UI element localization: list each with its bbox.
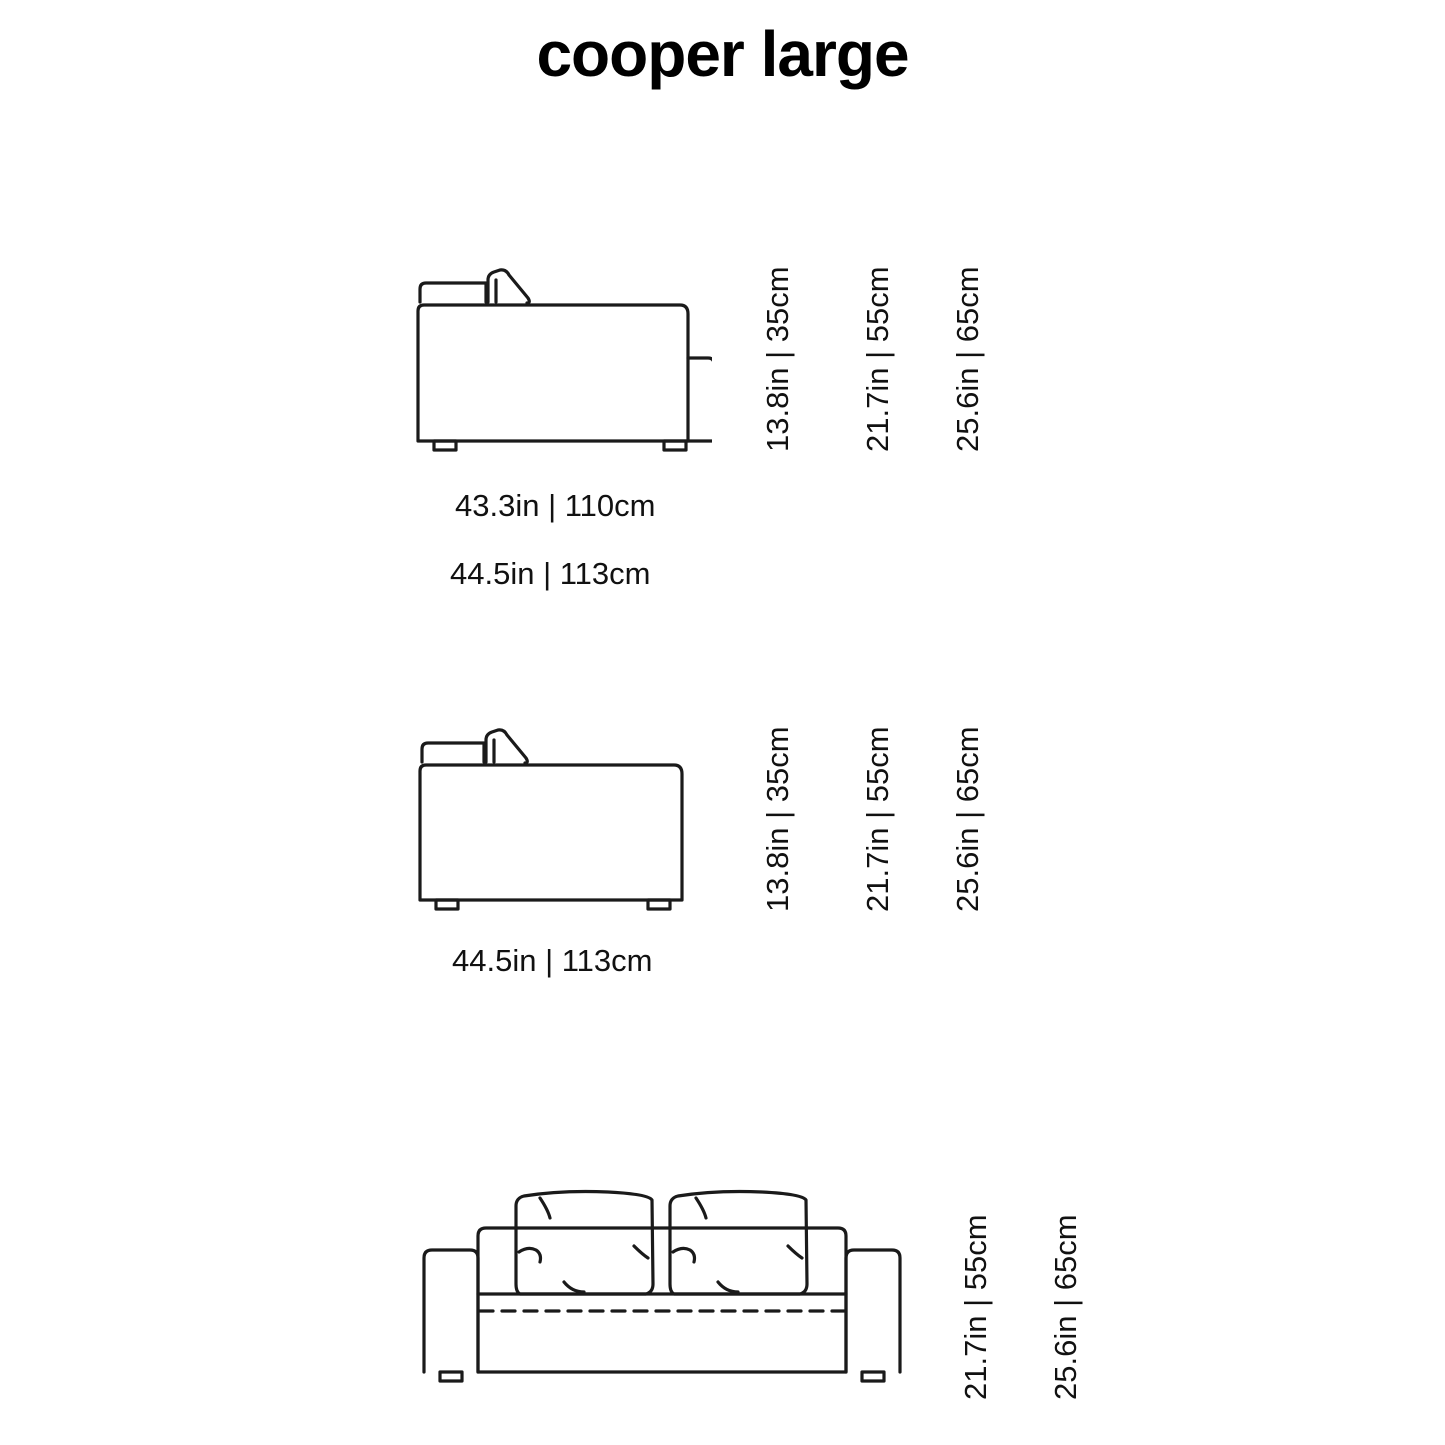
cushion-right-wrinkle-1 — [694, 1196, 708, 1220]
dimension-label-depth-total-v1: 44.5in | 113cm — [450, 556, 651, 591]
back-cushion-outline — [486, 268, 531, 305]
drawing-side-view — [412, 722, 712, 922]
foot-left — [438, 1370, 464, 1383]
sofa-back-body-outline — [476, 1226, 848, 1374]
cushion-left-wrinkle-3 — [632, 1244, 650, 1260]
dimension-label-depth-v2: 44.5in | 113cm — [452, 943, 653, 978]
armrest-outline — [418, 281, 488, 304]
cushion-right-wrinkle-4 — [716, 1280, 740, 1294]
back-cushion-outline — [484, 728, 529, 765]
dimension-label-height-back-v2: 21.7in | 55cm — [860, 726, 895, 912]
sofa-body-outline — [418, 763, 684, 902]
side-view-svg — [418, 728, 684, 911]
dimension-label-height-total-v3: 25.6in | 65cm — [1048, 1214, 1083, 1400]
foot-right — [646, 898, 672, 911]
foot-left — [434, 898, 460, 911]
armrest-outline — [420, 741, 486, 764]
seat-extension-outline — [686, 356, 712, 443]
foot-left — [432, 439, 458, 452]
side-view-with-extension-svg — [416, 268, 712, 452]
dimension-label-height-seat-v2: 13.8in | 35cm — [760, 726, 795, 912]
dimension-label-height-total-v1: 25.6in | 65cm — [950, 266, 985, 452]
dimension-label-height-seat-v1: 13.8in | 35cm — [760, 266, 795, 452]
page-title: cooper large — [536, 18, 909, 90]
dimension-label-height-total-v2: 25.6in | 65cm — [950, 726, 985, 912]
front-view-svg — [422, 1189, 902, 1383]
drawing-side-view-with-extension — [412, 262, 712, 462]
dimension-label-depth-v1: 43.3in | 110cm — [455, 488, 656, 523]
armrest-left-outline — [422, 1248, 480, 1374]
armrest-right-outline — [844, 1248, 902, 1374]
cushion-left-wrinkle-1 — [538, 1196, 552, 1220]
cushion-left-wrinkle-4 — [562, 1280, 586, 1294]
sofa-body-outline — [416, 303, 690, 443]
foot-right — [662, 439, 688, 452]
cushion-left-wrinkle-2 — [517, 1246, 543, 1264]
drawing-front-view — [412, 1184, 912, 1394]
cushion-left-outline — [514, 1189, 655, 1296]
cushion-right-outline — [668, 1189, 809, 1296]
foot-right — [860, 1370, 886, 1383]
dimension-label-height-back-v3: 21.7in | 55cm — [958, 1214, 993, 1400]
cushion-right-wrinkle-2 — [671, 1246, 697, 1264]
cushion-right-wrinkle-3 — [786, 1244, 804, 1260]
dimension-label-height-back-v1: 21.7in | 55cm — [860, 266, 895, 452]
